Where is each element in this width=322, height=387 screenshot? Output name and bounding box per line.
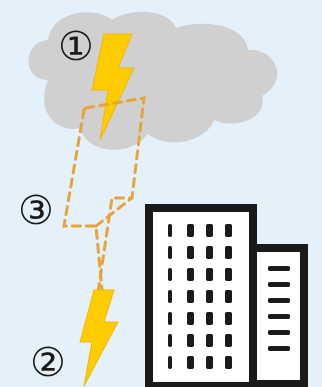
label-induced-path: ③	[18, 188, 54, 234]
building-window	[225, 334, 232, 347]
building-window	[225, 290, 232, 303]
building-window	[225, 246, 232, 259]
building-window	[206, 312, 213, 325]
building-window	[187, 224, 194, 237]
building-window	[168, 334, 172, 347]
building-window	[187, 268, 194, 281]
building-window	[168, 312, 172, 325]
building-window	[168, 224, 172, 237]
building-window	[225, 268, 232, 281]
building-window	[168, 268, 172, 281]
office-building-icon	[149, 208, 304, 386]
building-window	[225, 312, 232, 325]
building-window	[206, 290, 213, 303]
building-window	[187, 246, 194, 259]
building-window	[187, 290, 194, 303]
label-cloud-bolt: ①	[58, 24, 94, 70]
building-window	[225, 224, 232, 237]
building-window	[187, 334, 194, 347]
building-window	[206, 268, 213, 281]
building-window	[187, 312, 194, 325]
building-window	[206, 246, 213, 259]
label-ground-bolt: ②	[30, 340, 66, 386]
building-window	[168, 356, 172, 369]
building-window	[225, 356, 232, 369]
building-window	[187, 356, 194, 369]
building-window	[206, 356, 213, 369]
building-window	[168, 290, 172, 303]
lightning-bolt-icon-lower	[80, 290, 118, 386]
building-window	[168, 246, 172, 259]
building-window	[206, 334, 213, 347]
building-window	[206, 224, 213, 237]
